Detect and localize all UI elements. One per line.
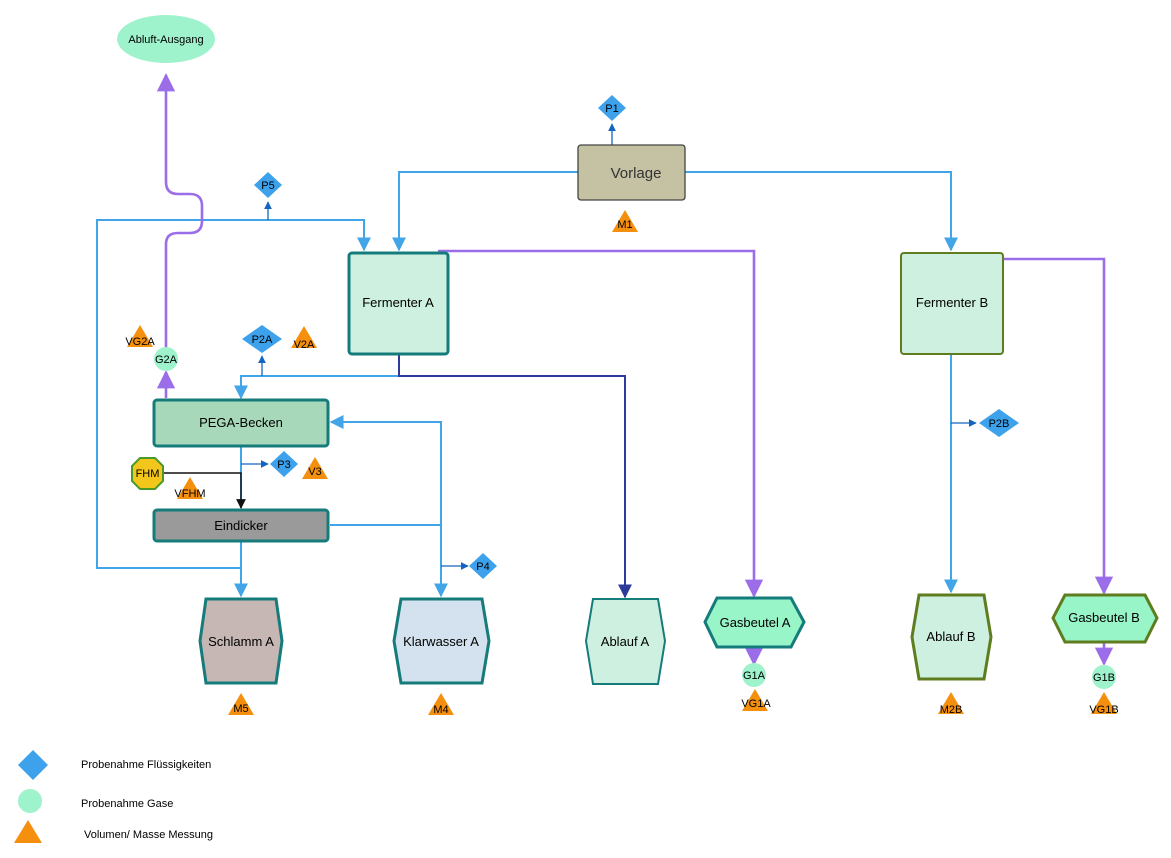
m2b-label: M2B [940,704,963,716]
line-fermenter-a-gasbeutel-a [438,249,764,598]
g2a-label: G2A [155,354,178,366]
g1a-circle-icon: G1A [742,663,766,687]
m2b-triangle-icon: M2B [938,692,964,716]
vg2a-label: VG2A [125,336,155,348]
p2b-label: P2B [989,418,1010,430]
ablauf-b-node: Ablauf B [910,593,993,681]
line-fermenter-a-pega [234,354,400,400]
p3-label: P3 [277,459,290,471]
p2a-diamond-icon: P2A [242,325,282,353]
p4-diamond-icon: P4 [469,553,497,579]
gasbeutel-a-node: Gasbeutel A [703,596,806,649]
abluft-ausgang-node: Abluft-Ausgang [117,15,215,63]
m5-triangle-icon: M5 [228,693,254,715]
legend-liquid-label: Probenahme Flüssigkeiten [81,759,211,771]
gas-sample-markers: G2A G1A G1B [154,347,1116,689]
schlamm-a-node: Schlamm A [198,597,284,685]
p4-label: P4 [476,561,489,573]
legend-volume-label: Volumen/ Masse Messung [84,829,213,841]
line-fermenter-a-ablauf-a [398,354,632,599]
legend-volume-item: Volumen/ Masse Messung [14,820,213,843]
vfhm-label: VFHM [174,488,205,500]
vg1a-triangle-icon: VG1A [741,689,771,711]
line-fhm-eindicker [163,472,246,509]
line-return-loop [96,219,371,569]
line-g2a-abluft [156,73,204,348]
legend-circle-icon [18,789,42,813]
eindicker-node: Eindicker [152,508,330,543]
vfhm-triangle-icon: VFHM [174,477,206,500]
klarwasser-a-node: Klarwasser A [392,597,491,685]
v3-triangle-icon: V3 [302,457,328,479]
vorlage-label: Vorlage [611,165,662,182]
m4-label: M4 [433,704,448,716]
p5-diamond-icon: P5 [254,172,282,198]
ablauf-a-node: Ablauf A [584,598,667,685]
v3-label: V3 [308,466,321,478]
pega-becken-label: PEGA-Becken [199,415,283,430]
g1b-circle-icon: G1B [1092,665,1116,689]
legend-liquid-item: Probenahme Flüssigkeiten [18,750,211,780]
m4-triangle-icon: M4 [428,693,454,716]
ablauf-b-label: Ablauf B [926,629,975,644]
g1b-label: G1B [1093,672,1115,684]
p1-diamond-icon: P1 [598,95,626,121]
p2a-label: P2A [252,334,273,346]
m1-triangle-icon: M1 [612,210,638,232]
gasbeutel-a-label: Gasbeutel A [720,615,791,630]
p1-label: P1 [605,103,618,115]
legend-diamond-icon [18,750,48,780]
ablauf-a-label: Ablauf A [601,634,650,649]
fermenter-a-label: Fermenter A [362,295,434,310]
flow-lines [96,73,1114,666]
vg2a-triangle-icon: VG2A [125,325,155,348]
legend: Probenahme Flüssigkeiten Probenahme Gase… [14,750,213,843]
fhm-label: FHM [136,468,160,480]
v2a-label: V2A [294,339,315,351]
eindicker-label: Eindicker [214,518,268,533]
legend-gas-item: Probenahme Gase [18,789,173,813]
volume-mass-markers: M1 VG2A V2A V3 VFHM M5 M4 VG1A [125,210,1119,716]
p2b-diamond-icon: P2B [979,409,1019,437]
m5-label: M5 [233,703,248,715]
vorlage-node: Vorlage [577,144,686,201]
legend-triangle-icon [14,820,42,843]
p3-diamond-icon: P3 [270,451,298,477]
v2a-triangle-icon: V2A [291,326,317,351]
g1a-label: G1A [743,670,766,682]
line-klarwasser-pega-return [329,415,442,525]
klarwasser-a-label: Klarwasser A [403,634,479,649]
fermenter-b-label: Fermenter B [916,295,988,310]
line-eindicker-klarwasser [330,524,448,598]
vg1a-label: VG1A [741,698,771,710]
fermenter-a-node: Fermenter A [347,251,450,356]
fhm-node: FHM [131,457,164,490]
gasbeutel-b-label: Gasbeutel B [1068,610,1140,625]
vg1b-triangle-icon: VG1B [1089,692,1119,716]
schlamm-a-label: Schlamm A [208,634,274,649]
line-fermenter-b-gasbeutel-b [1003,257,1114,595]
line-vorlage-fermenter-b [685,171,958,252]
abluft-label: Abluft-Ausgang [128,34,203,46]
pega-becken-node: PEGA-Becken [152,398,330,448]
legend-gas-label: Probenahme Gase [81,798,173,810]
gasbeutel-b-node: Gasbeutel B [1051,593,1159,644]
vg1b-label: VG1B [1089,704,1118,716]
liquid-sample-markers: P1 P5 P2A P2B P3 P4 [242,95,1019,579]
m1-label: M1 [617,219,632,231]
fermenter-b-node: Fermenter B [900,252,1004,355]
g2a-circle-icon: G2A [154,347,178,371]
line-vorlage-fermenter-a [392,171,578,252]
p5-label: P5 [261,180,274,192]
